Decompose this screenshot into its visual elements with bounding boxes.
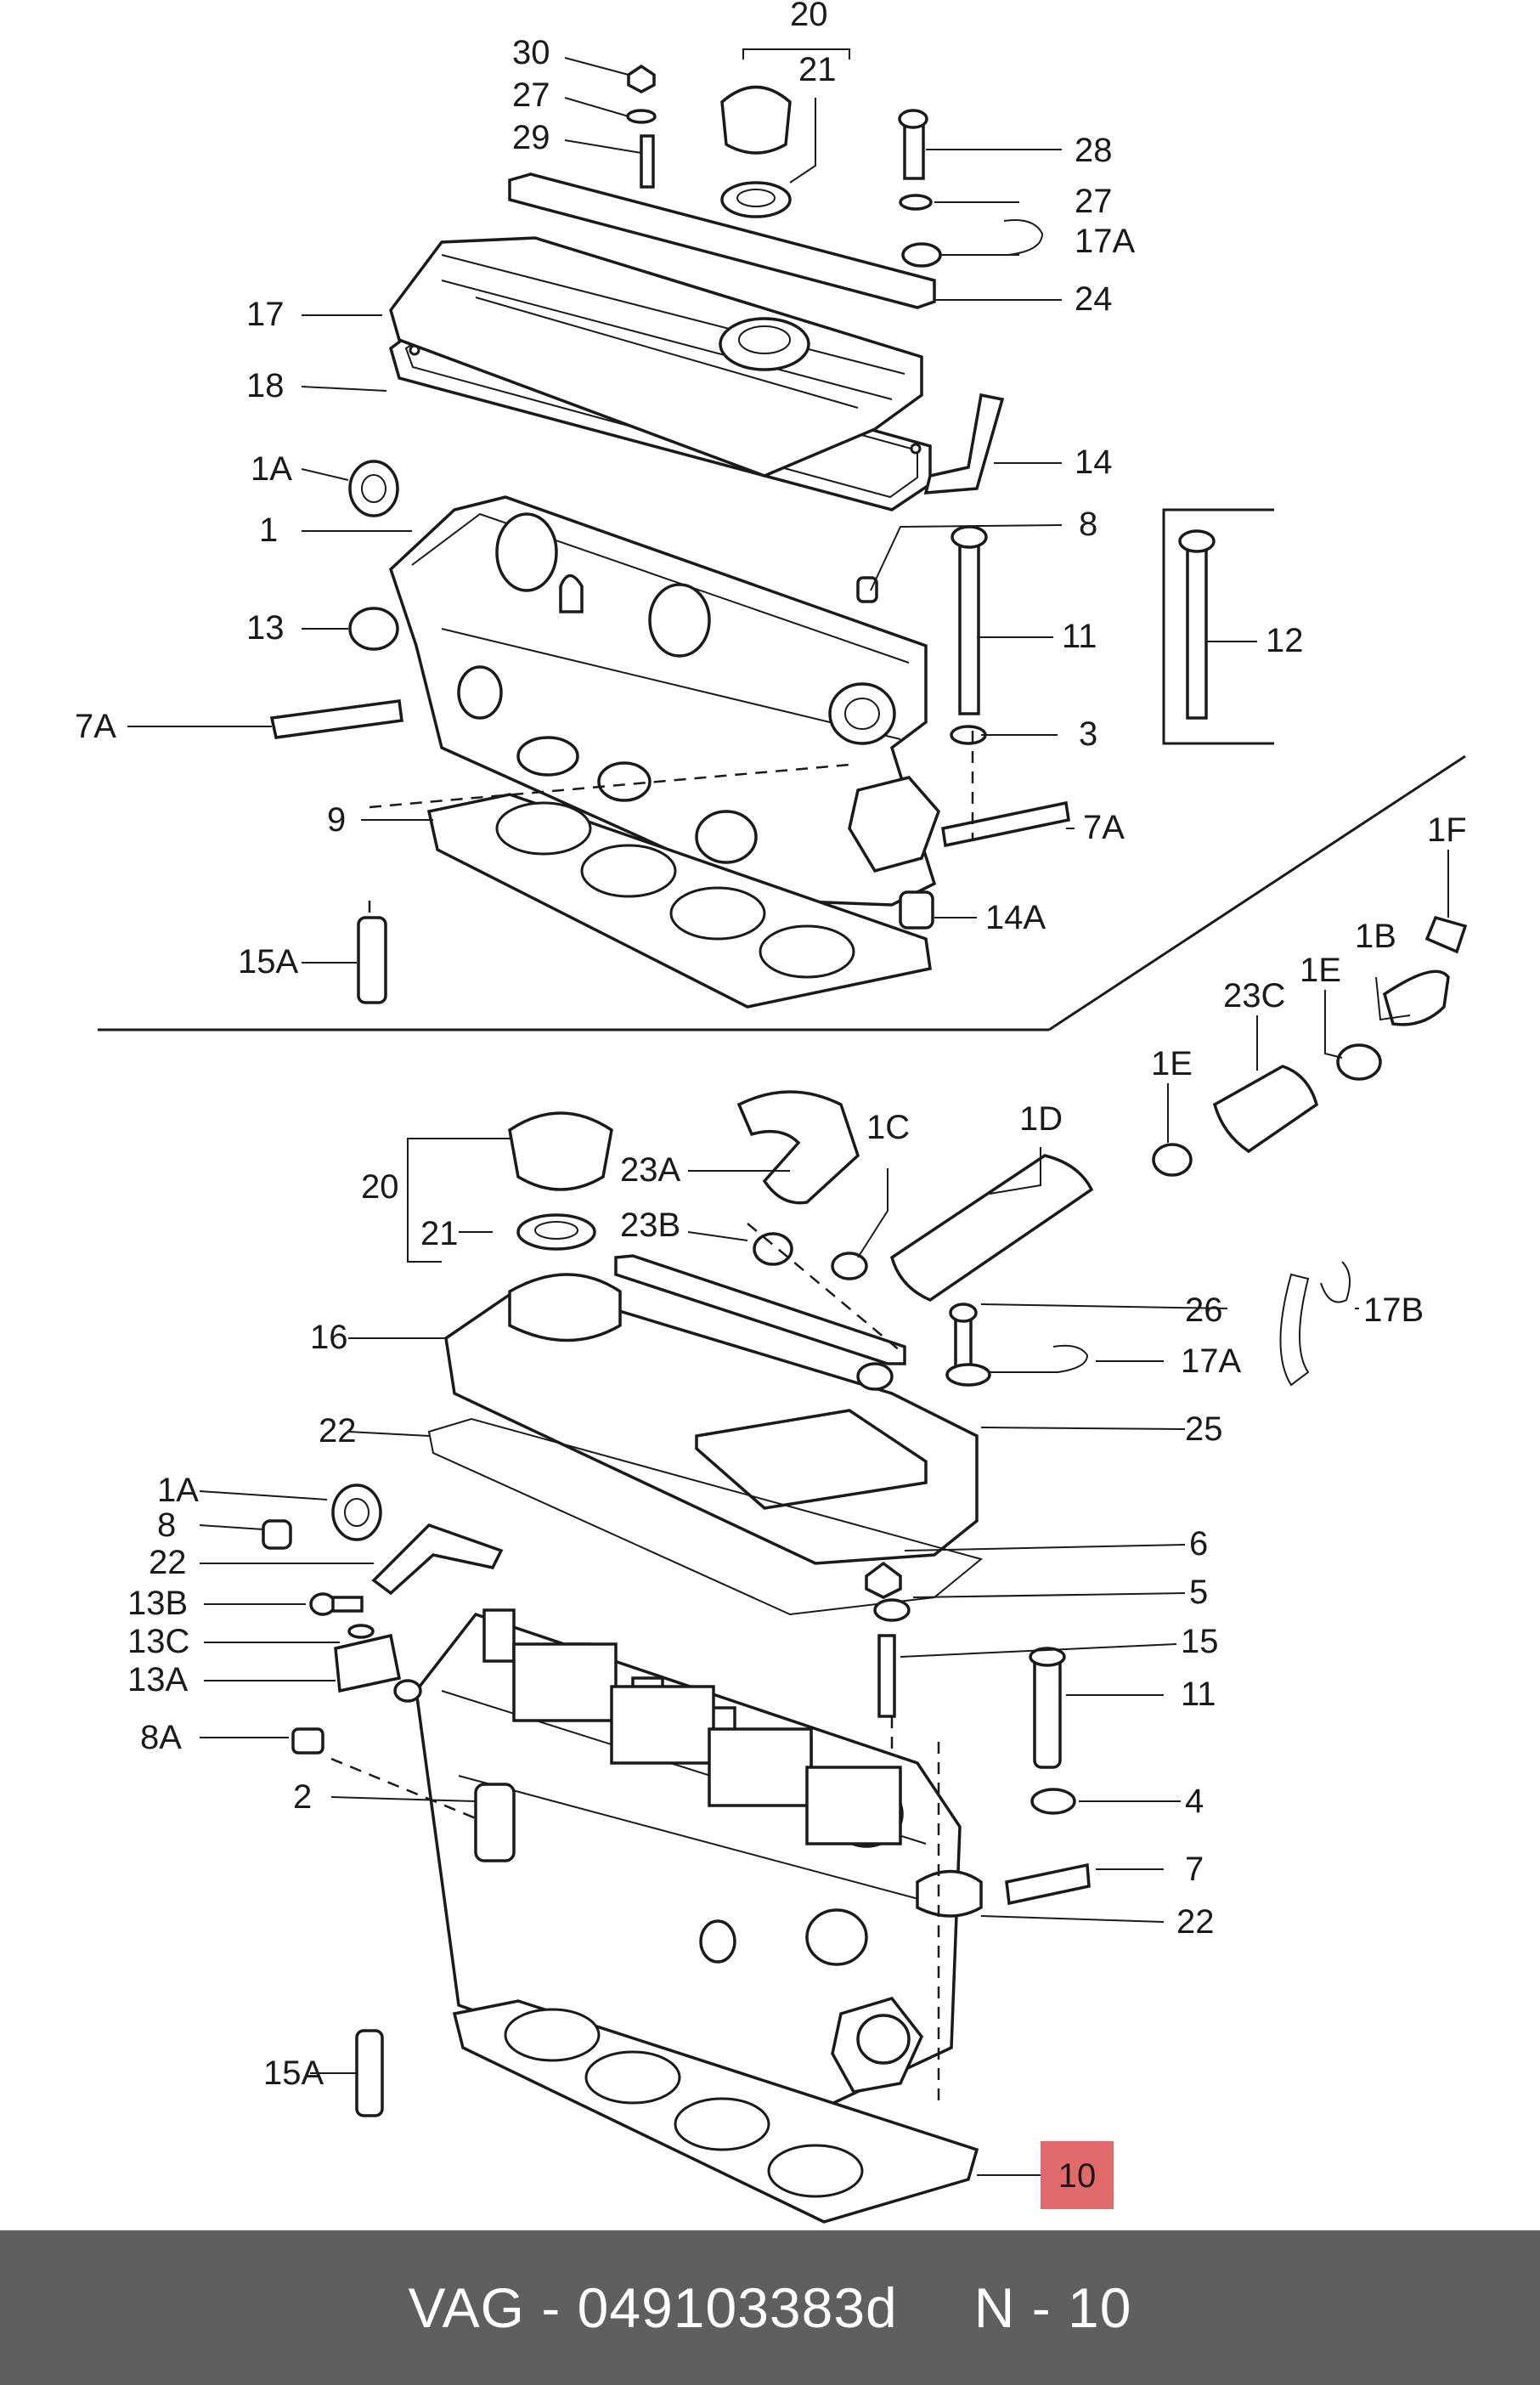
alignment-lines: [330, 731, 974, 2107]
hose-parts: [736, 915, 1468, 1302]
callout-13: 13: [246, 609, 285, 647]
callout-4: 4: [1185, 1783, 1204, 1820]
cam-towers: [482, 1608, 902, 1845]
callout-7: 7: [1185, 1851, 1204, 1888]
callout-1b: 1B: [1355, 918, 1396, 955]
callout-1f: 1F: [1427, 811, 1467, 849]
callout-23b: 23B: [620, 1207, 680, 1244]
exploded-parts-diagram: 30 27 29 20 21 28 27 17A 24 17 18 1A 14 …: [75, 0, 1468, 2224]
callout-15a: 15A: [238, 943, 298, 981]
callout-1e: 1E: [1300, 952, 1341, 989]
callout-1c: 1C: [866, 1109, 910, 1146]
callout-22: 22: [1176, 1903, 1215, 1941]
callout-11: 11: [1181, 1676, 1216, 1713]
callout-9: 9: [327, 801, 346, 839]
cylinder-head-upper: [388, 495, 940, 907]
valve-cover-upper: [389, 236, 923, 478]
valve-cover-lower: [444, 1273, 979, 1565]
callout-13a: 13A: [127, 1661, 188, 1698]
callout-27: 27: [1075, 183, 1113, 220]
callout-16: 16: [310, 1319, 348, 1356]
callout-22: 22: [149, 1544, 187, 1581]
callout-1d: 1D: [1019, 1100, 1063, 1138]
callout-8: 8: [1079, 506, 1097, 543]
callout-25: 25: [1185, 1410, 1223, 1448]
callout-13b: 13B: [127, 1585, 188, 1622]
callout-2: 2: [293, 1778, 312, 1816]
callout-15: 15: [1181, 1623, 1219, 1660]
callout-28: 28: [1075, 132, 1113, 169]
callout-15a: 15A: [263, 2054, 324, 2092]
small-parts-upper: [269, 64, 1216, 1004]
callout-13c: 13C: [127, 1623, 189, 1660]
oil-cap-lower: [508, 1111, 613, 1251]
callout-1a: 1A: [251, 450, 292, 488]
callout-20: 20: [790, 0, 828, 33]
callout-21: 21: [798, 51, 837, 88]
callout-17a: 17A: [1181, 1342, 1241, 1380]
callout-30: 30: [512, 34, 550, 71]
callout-7a: 7A: [1083, 809, 1125, 846]
leader-lines: [127, 48, 1449, 2176]
callout-23a: 23A: [620, 1151, 680, 1189]
callout-14a: 14A: [985, 899, 1046, 936]
callout-27: 27: [512, 76, 550, 114]
callout-8a: 8A: [140, 1719, 182, 1756]
callout-14: 14: [1075, 444, 1113, 481]
callout-11: 11: [1062, 618, 1097, 655]
callout-29: 29: [512, 119, 550, 156]
callout-1e: 1E: [1151, 1045, 1193, 1082]
small-parts-lower: [262, 1261, 1351, 2117]
callout-26: 26: [1185, 1291, 1223, 1329]
callout-23c: 23C: [1223, 977, 1285, 1014]
callout-12: 12: [1266, 622, 1304, 659]
callout-17a: 17A: [1075, 223, 1135, 260]
callout-24: 24: [1075, 280, 1113, 318]
brand-part-number: VAG - 049103383d: [408, 2276, 898, 2339]
callout-3: 3: [1079, 715, 1097, 753]
callout-1: 1: [259, 511, 278, 549]
footer-bar: VAG - 049103383d N - 10: [0, 2230, 1540, 2385]
callout-20: 20: [361, 1168, 399, 1206]
callout-7a: 7A: [75, 708, 116, 745]
callout-1a: 1A: [157, 1472, 199, 1509]
callout-21: 21: [420, 1215, 459, 1252]
highlight-box: [1041, 2141, 1114, 2209]
highlighted-callout: 10: [1041, 2141, 1114, 2209]
section-divider: [98, 508, 1466, 1031]
cover-gasket-lower: [614, 1254, 906, 1365]
callout-18: 18: [246, 367, 285, 404]
callout-10: 10: [1058, 2157, 1097, 2195]
callout-6: 6: [1189, 1525, 1208, 1563]
callout-17: 17: [246, 296, 285, 333]
head-gasket-lower: [452, 1999, 979, 2224]
callout-5: 5: [1189, 1574, 1208, 1611]
head-gasket-upper: [426, 793, 932, 1009]
callout-22: 22: [319, 1412, 357, 1450]
callout-8: 8: [157, 1506, 176, 1544]
diagram-position: N - 10: [973, 2276, 1132, 2339]
callout-labels: 30 27 29 20 21 28 27 17A 24 17 18 1A 14 …: [75, 0, 1467, 2092]
callout-17b: 17B: [1363, 1291, 1424, 1329]
